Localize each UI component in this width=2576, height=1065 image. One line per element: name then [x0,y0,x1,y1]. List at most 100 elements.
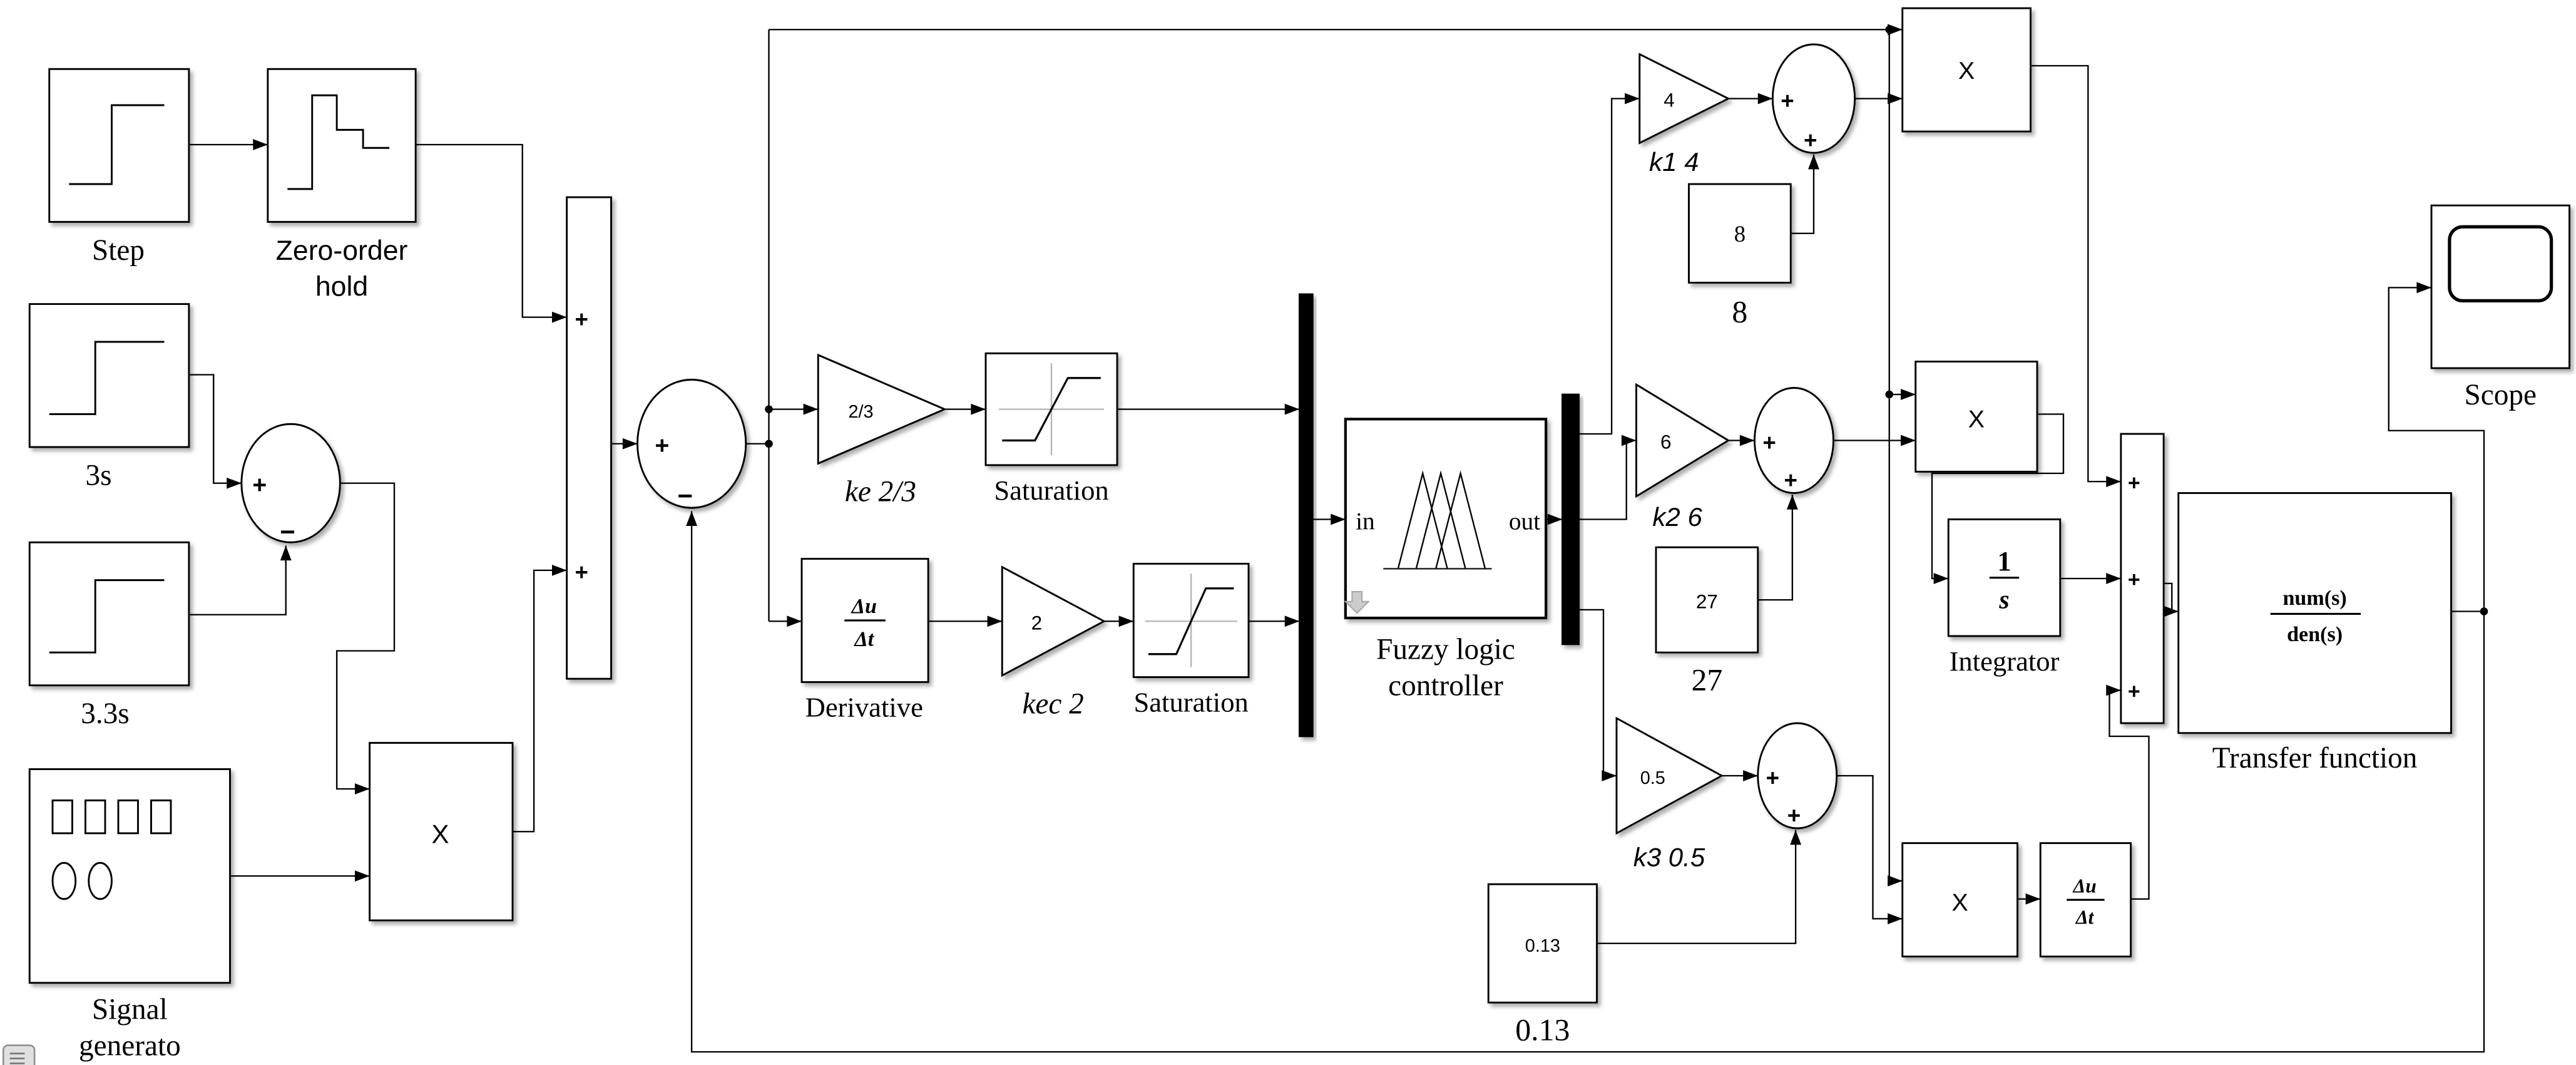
wire-k1-to-sum-k1-arrowhead [1757,93,1773,105]
wire-ke-to-saturation-1-arrowhead [971,403,986,415]
wire-tf-to-scope[interactable] [2388,287,2485,612]
wire-sum-left-to-product[interactable] [335,482,396,790]
wire-3-3s-to-sum-left[interactable] [188,545,287,615]
sum-k2[interactable]: ++ [1754,387,1834,494]
wire-rail-to-x2-arrowhead [1901,389,1916,400]
sum-k2-sign: + [1762,430,1776,455]
gain-kec-inner-text: 2 [1031,611,1043,634]
sum-k1-sign: + [1781,88,1794,113]
block-integrator[interactable]: 1s [1947,518,2062,637]
add-bar-right-inner-text: + [2128,568,2140,592]
wire-derivative-2-to-add-right-arrowhead [2106,684,2121,696]
wire-error-to-ke-arrowhead [803,403,819,415]
wire-derivative-to-kec-arrowhead [987,615,1003,627]
wire-feedback-to-sum-error[interactable] [690,511,2485,1053]
wire-product-to-add-left[interactable] [513,569,567,833]
block-step[interactable] [48,68,190,223]
product-x3[interactable]: X [1901,842,2018,958]
const-0-13[interactable]: 0.13 [1487,883,1598,1004]
wire-x3-to-derivative-2-arrowhead [2025,893,2041,905]
wire-step-to-zoh-arrowhead [253,139,268,150]
sum-left[interactable]: +− [240,423,341,547]
wire-demux-to-k3-arrowhead [1602,770,1617,781]
wire-rail-drop-junction-dot [1885,390,1894,399]
block-saturation-2[interactable] [1132,562,1250,678]
block-fuzzy-logic-controller-icon [1435,470,1486,569]
wire-tf-to-scope-arrowhead [2416,282,2431,294]
block-signal-generator-icon [51,862,77,900]
block-saturation-1[interactable] [984,352,1118,466]
block-saturation-2-label: Saturation [1133,687,1248,718]
block-signal-generator-icon [150,799,172,835]
const-27-label: 27 [1691,663,1722,697]
corner-icon [2,1044,36,1065]
block-step-3-3s[interactable] [28,541,190,687]
gain-k1[interactable]: 4 [1638,53,1730,145]
block-fuzzy-logic-controller-icon [1415,470,1466,569]
block-derivative-2-inner-text: Δu [2072,875,2096,897]
sum-error[interactable]: +− [636,378,747,510]
product-x1[interactable]: X [1901,7,2032,133]
block-saturation-1-label: Saturation [994,475,1108,506]
wire-demux-to-k1[interactable] [1578,98,1640,435]
wire-demux-to-k2[interactable] [1578,440,1637,520]
sum-k1-sign: + [1804,127,1817,153]
sum-k1[interactable]: ++ [1771,43,1856,154]
gain-k2-label: k2 6 [1652,502,1702,532]
wire-0-13-to-sum-k3-arrowhead [1790,830,1802,845]
block-scope[interactable] [2430,204,2570,369]
wire-product-to-add-left-arrowhead [552,564,567,576]
gain-k2[interactable]: 6 [1635,383,1730,498]
block-signal-generator[interactable] [28,768,231,984]
wire-siggen-to-product-arrowhead [355,870,370,882]
wire-demux-to-k3[interactable] [1578,609,1617,777]
block-transfer-function[interactable]: num(s)den(s) [2177,492,2452,734]
block-derivative-inner-text: Δu [851,595,877,618]
add-bar-left[interactable]: ++ [566,196,612,680]
wire-sum-k3-to-x3[interactable] [1836,774,1903,920]
demux-bar[interactable] [1561,393,1580,646]
wire-rail-drop[interactable] [1888,29,1903,882]
block-step-3s[interactable] [28,303,190,448]
block-scope-icon [2448,225,2553,302]
gain-k1-label: k1 4 [1649,147,1699,177]
sum-error-sign: − [677,481,693,510]
mux-bar[interactable] [1299,293,1314,738]
block-zero-order-hold[interactable] [267,68,417,223]
block-fuzzy-logic-controller-inner-text: in [1356,507,1375,535]
wire-0-13-to-sum-k3[interactable] [1597,830,1797,944]
sum-k3-sign: + [1787,803,1801,828]
block-zero-order-hold-icon [287,94,390,190]
wire-27-to-sum-k2-arrowhead [1786,495,1798,510]
wire-x1-to-add-right-arrowhead [2106,476,2121,488]
gain-k3[interactable]: 0.5 [1615,716,1724,835]
gain-kec[interactable]: 2 [1001,565,1107,677]
wire-27-to-sum-k2[interactable] [1757,495,1794,601]
add-bar-right-inner-text: + [2128,680,2140,704]
wire-x1-to-add-right[interactable] [2030,64,2121,483]
const-8[interactable]: 8 [1688,183,1792,284]
wire-3s-to-sum-left[interactable] [188,374,242,484]
block-derivative-2-inner-text: Δt [2075,906,2095,928]
const-27-inner-text: 27 [1696,590,1718,612]
wire-zoh-to-add-left[interactable] [416,143,567,318]
sum-k3[interactable]: ++ [1757,722,1838,830]
gain-k2-inner-text: 6 [1660,431,1672,453]
add-bar-right[interactable]: +++ [2120,433,2165,724]
wire-8-to-sum-k1[interactable] [1791,154,1815,234]
product-x2[interactable]: X [1914,361,2038,473]
gain-ke[interactable]: 2/3 [817,353,948,465]
block-signal-generator-icon [51,799,73,835]
wire-error-branch-vertical-junction-dot [765,405,773,413]
wire-3s-to-sum-left-arrowhead [227,477,242,489]
wire-rail-drop-arrowhead [1888,875,1903,887]
wire-8-to-sum-k1-arrowhead [1808,154,1819,170]
product-left[interactable]: X [369,742,514,922]
const-27[interactable]: 27 [1655,546,1759,654]
block-signal-generator-label: generato [79,1029,181,1062]
